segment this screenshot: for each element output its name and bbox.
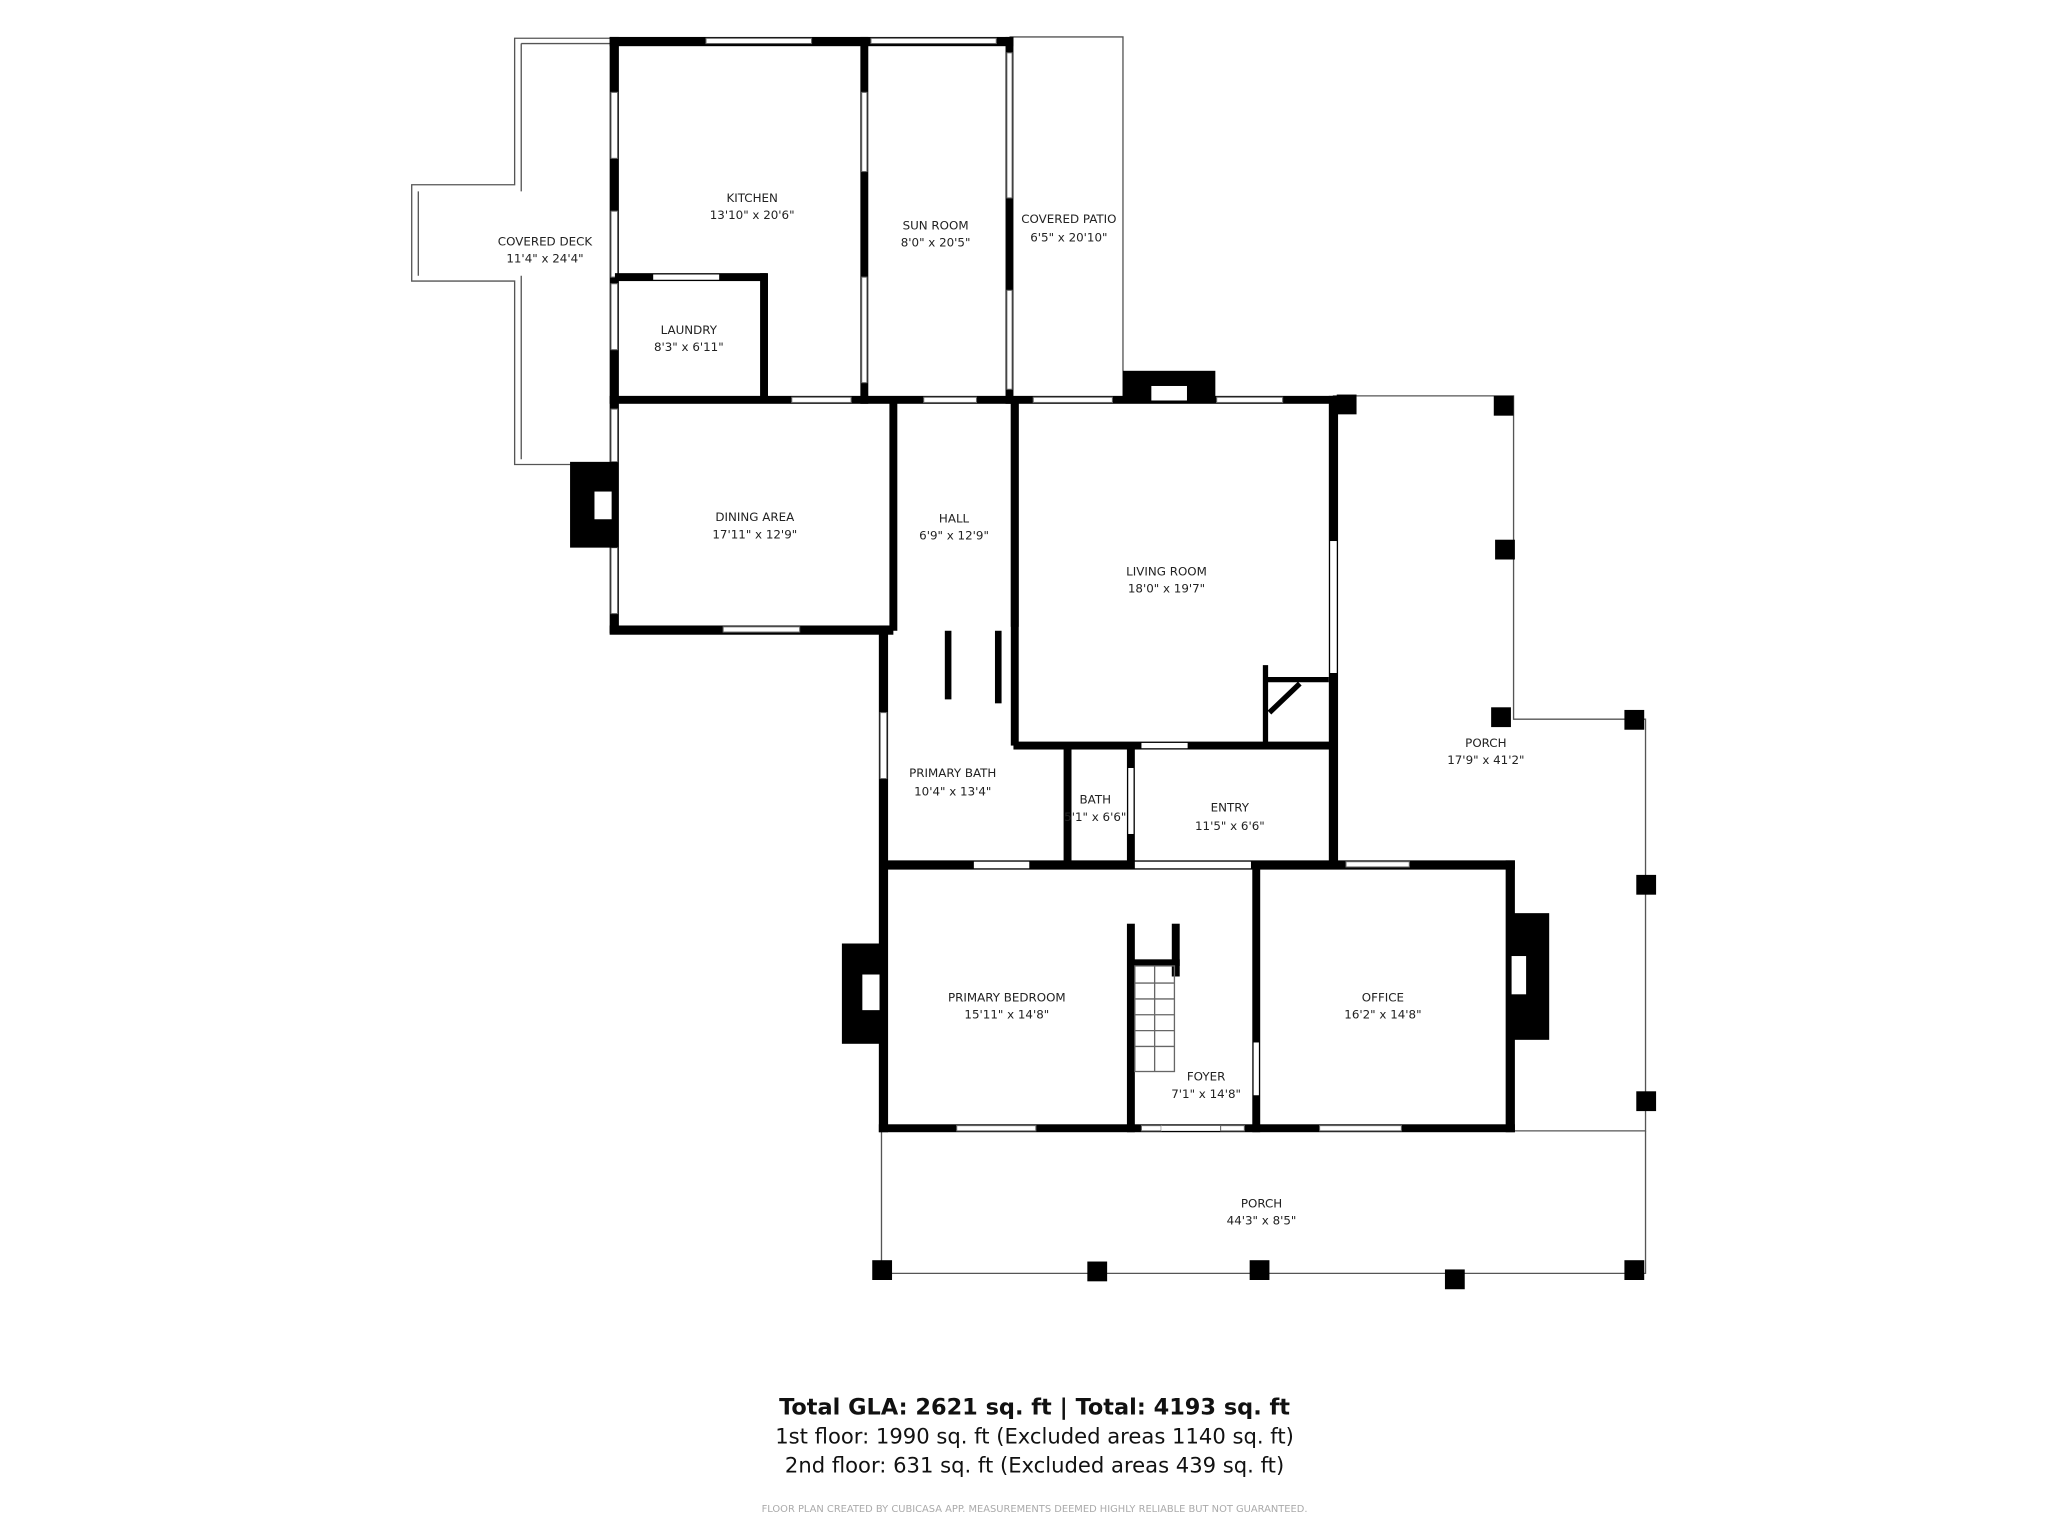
svg-text:10'4" x 13'4": 10'4" x 13'4" <box>914 785 991 799</box>
svg-text:13'10" x 20'6": 13'10" x 20'6" <box>710 208 795 222</box>
outdoor-outlines <box>411 36 1647 1275</box>
room-label-hall: HALL 6'9" x 12'9" <box>919 512 989 543</box>
svg-text:11'4" x 24'4": 11'4" x 24'4" <box>506 252 583 266</box>
svg-text:6'5" x 20'10": 6'5" x 20'10" <box>1030 230 1107 244</box>
svg-text:COVERED PATIO: COVERED PATIO <box>1021 212 1116 226</box>
svg-text:18'0" x 19'7": 18'0" x 19'7" <box>1128 581 1205 595</box>
svg-text:PRIMARY BATH: PRIMARY BATH <box>909 766 996 780</box>
room-label-entry: ENTRY 11'5" x 6'6" <box>1195 801 1265 833</box>
footer-disclaimer: FLOOR PLAN CREATED BY CUBICASA APP. MEAS… <box>762 1504 1308 1515</box>
room-label-porch-front: PORCH 44'3" x 8'5" <box>1227 1196 1297 1227</box>
svg-text:BATH: BATH <box>1080 793 1112 807</box>
fireplaces <box>570 370 1550 1044</box>
svg-text:PRIMARY BEDROOM: PRIMARY BEDROOM <box>948 991 1066 1005</box>
svg-text:ENTRY: ENTRY <box>1211 801 1250 815</box>
svg-text:6'9" x 12'9": 6'9" x 12'9" <box>919 529 989 543</box>
porch-posts <box>872 394 1657 1290</box>
svg-text:16'2" x 14'8": 16'2" x 14'8" <box>1344 1008 1421 1022</box>
svg-text:5'1" x 6'6": 5'1" x 6'6" <box>1064 810 1126 824</box>
room-label-office: OFFICE 16'2" x 14'8" <box>1344 991 1421 1022</box>
room-label-primary-bath: PRIMARY BATH 10'4" x 13'4" <box>909 766 996 798</box>
svg-text:SUN ROOM: SUN ROOM <box>903 219 969 233</box>
room-label-dining-area: DINING AREA 17'11" x 12'9" <box>712 510 797 541</box>
svg-text:7'1" x 14'8": 7'1" x 14'8" <box>1171 1087 1241 1101</box>
first-floor-area: 1st floor: 1990 sq. ft (Excluded areas 1… <box>775 1424 1294 1449</box>
svg-text:PORCH: PORCH <box>1465 736 1506 750</box>
staircase <box>1134 665 1329 1073</box>
room-label-bath: BATH 5'1" x 6'6" <box>1064 793 1126 824</box>
room-label-kitchen: KITCHEN 13'10" x 20'6" <box>710 191 795 222</box>
room-label-foyer: FOYER 7'1" x 14'8" <box>1171 1070 1241 1101</box>
total-area-headline: Total GLA: 2621 sq. ft | Total: 4193 sq.… <box>779 1395 1290 1421</box>
svg-text:44'3" x 8'5": 44'3" x 8'5" <box>1227 1214 1297 1228</box>
svg-text:DINING AREA: DINING AREA <box>715 510 795 524</box>
svg-text:FOYER: FOYER <box>1187 1070 1226 1084</box>
room-label-laundry: LAUNDRY 8'3" x 6'11" <box>654 323 724 354</box>
room-label-primary-bedroom: PRIMARY BEDROOM 15'11" x 14'8" <box>948 991 1066 1022</box>
svg-text:15'11" x 14'8": 15'11" x 14'8" <box>964 1008 1049 1022</box>
room-label-covered-deck: COVERED DECK 11'4" x 24'4" <box>498 234 594 265</box>
svg-text:8'3" x 6'11": 8'3" x 6'11" <box>654 340 724 354</box>
svg-text:11'5" x 6'6": 11'5" x 6'6" <box>1195 819 1265 833</box>
svg-text:17'9" x 41'2": 17'9" x 41'2" <box>1447 753 1524 767</box>
svg-text:17'11" x 12'9": 17'11" x 12'9" <box>712 527 797 541</box>
svg-text:HALL: HALL <box>939 512 970 526</box>
room-label-porch-side: PORCH 17'9" x 41'2" <box>1447 736 1524 767</box>
svg-text:PORCH: PORCH <box>1241 1196 1282 1210</box>
room-label-covered-patio: COVERED PATIO 6'5" x 20'10" <box>1021 212 1116 244</box>
second-floor-area: 2nd floor: 631 sq. ft (Excluded areas 43… <box>785 1453 1284 1478</box>
svg-text:LIVING ROOM: LIVING ROOM <box>1126 564 1207 578</box>
svg-text:COVERED DECK: COVERED DECK <box>498 234 594 248</box>
room-label-sun-room: SUN ROOM 8'0" x 20'5" <box>901 219 971 250</box>
svg-text:OFFICE: OFFICE <box>1362 991 1404 1005</box>
room-label-living-room: LIVING ROOM 18'0" x 19'7" <box>1126 564 1207 595</box>
svg-text:8'0" x 20'5": 8'0" x 20'5" <box>901 236 971 250</box>
svg-text:KITCHEN: KITCHEN <box>726 191 777 205</box>
svg-text:LAUNDRY: LAUNDRY <box>661 323 718 337</box>
